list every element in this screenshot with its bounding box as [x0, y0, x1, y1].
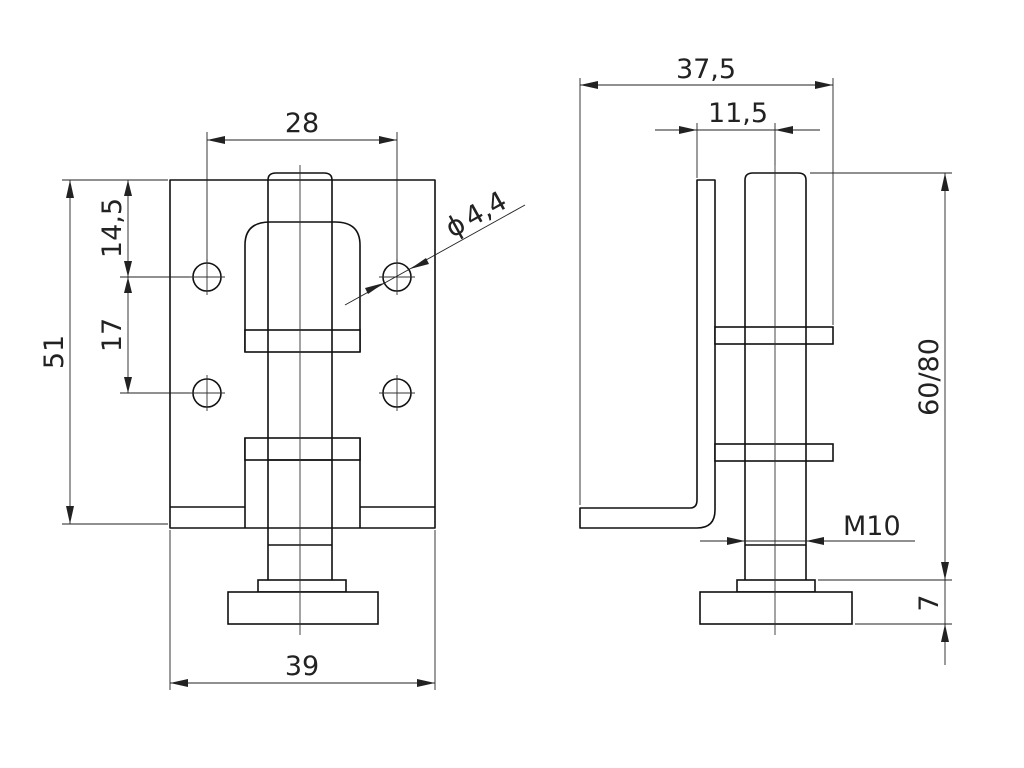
dim-height-label: 51 — [39, 335, 70, 369]
dim-pin-offset: 11,5 — [655, 98, 820, 178]
dim-overall-depth-label: 37,5 — [676, 54, 736, 85]
dim-hole-spacing: 28 — [206, 108, 398, 262]
dim-width: 39 — [169, 530, 436, 690]
front-upper-guide — [244, 221, 361, 352]
front-lower-collar — [244, 437, 361, 461]
dim-stroke-label: 60/80 — [914, 338, 945, 416]
side-lower-guide — [714, 443, 834, 462]
dim-foot-height: 7 — [855, 580, 952, 665]
hole-centerlines — [189, 259, 415, 411]
dim-overall-depth: 37,5 — [579, 54, 834, 505]
front-foot-neck — [257, 579, 347, 593]
dim-foot-height-label: 7 — [914, 594, 945, 611]
dim-thread-label: M10 — [843, 511, 901, 542]
dim-hole-vertical-label: 17 — [97, 318, 128, 352]
dim-hole-spacing-label: 28 — [285, 108, 319, 139]
dim-hole-diameter-label: 4,4 — [460, 186, 513, 234]
dim-top-to-hole: 14,5 — [97, 180, 190, 278]
dim-hole-vertical: 17 — [97, 277, 190, 394]
dim-stroke: 60/80 — [810, 172, 952, 581]
front-foot — [227, 591, 379, 625]
dim-pin-offset-label: 11,5 — [708, 98, 768, 129]
side-upper-guide — [714, 326, 834, 345]
side-pin — [744, 172, 807, 580]
side-view: 37,5 11,5 60/80 7 — [579, 54, 952, 665]
front-base-plate — [169, 179, 436, 529]
dim-top-to-hole-label: 14,5 — [97, 198, 128, 258]
dim-width-label: 39 — [285, 651, 319, 682]
dim-height: 51 — [39, 179, 168, 525]
front-upper-collar — [244, 329, 361, 353]
front-view: 28 39 51 14,5 — [39, 108, 526, 690]
side-foot — [699, 591, 853, 625]
side-foot-neck — [736, 579, 816, 593]
front-mounting-holes — [189, 259, 415, 411]
dim-thread: M10 — [700, 511, 915, 545]
side-bracket — [579, 179, 716, 529]
